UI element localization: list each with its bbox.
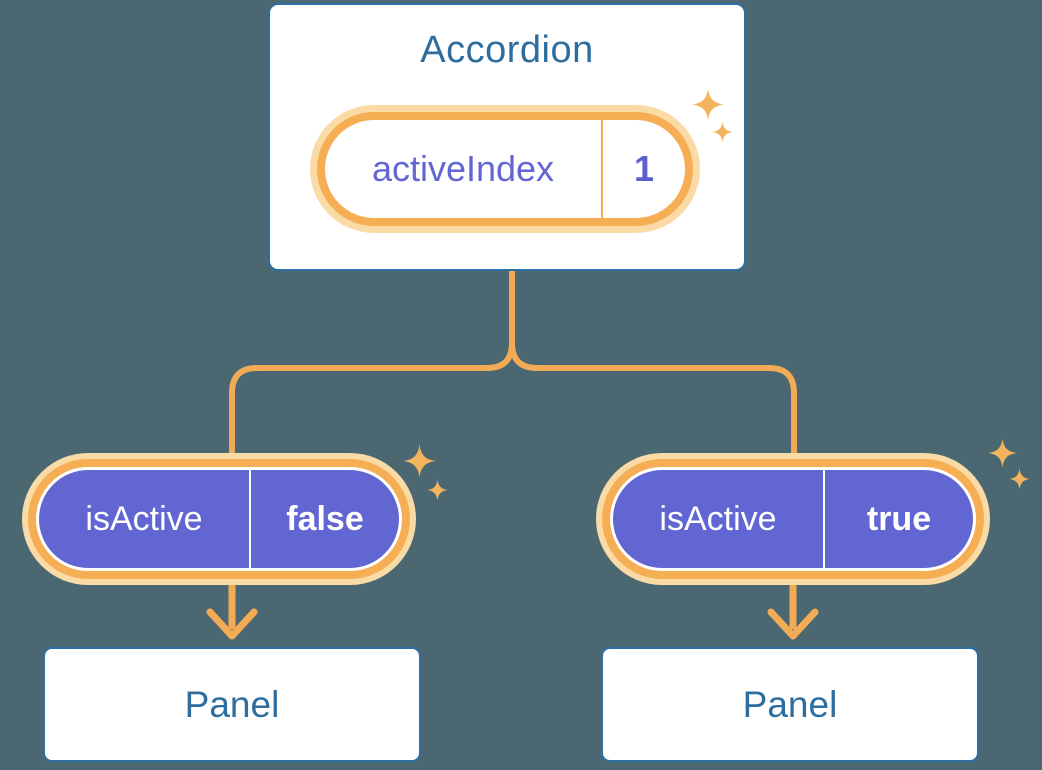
sparkle-icon (427, 479, 448, 501)
accordion-title: Accordion (420, 29, 594, 71)
prop-pill-value: true (866, 499, 932, 538)
arrow-down-icon-left (206, 582, 258, 640)
prop-pill-body: isActive true (602, 459, 984, 579)
accordion-card: Accordion activeIndex 1 (268, 3, 746, 271)
prop-pill-body: isActive false (28, 459, 410, 579)
sparkle-icon (1009, 468, 1030, 490)
prop-pill-isactive-true: isActive true (596, 453, 990, 585)
state-pill-body: activeIndex 1 (317, 112, 693, 226)
prop-pill-isactive-false: isActive false (22, 453, 416, 585)
sparkle-icon (712, 121, 733, 143)
state-pill-activeindex: activeIndex 1 (310, 105, 700, 233)
prop-pill-inner: isActive false (39, 470, 399, 568)
state-pill-label: activeIndex (325, 120, 603, 218)
panel-card-right: Panel (601, 647, 979, 762)
prop-pill-label: isActive (613, 470, 825, 568)
sparkle-icon (692, 88, 724, 121)
arrow-down-icon-right (767, 582, 819, 640)
sparkle-icon (988, 438, 1017, 468)
state-pill-value: 1 (633, 148, 655, 189)
panel-card-left: Panel (43, 647, 421, 762)
prop-pill-value: false (286, 499, 364, 538)
prop-pill-label: isActive (39, 470, 251, 568)
prop-pill-inner: isActive true (613, 470, 973, 568)
connector-left-branch (229, 268, 515, 473)
sparkle-icon (403, 444, 436, 478)
connector-right-branch (509, 268, 797, 473)
